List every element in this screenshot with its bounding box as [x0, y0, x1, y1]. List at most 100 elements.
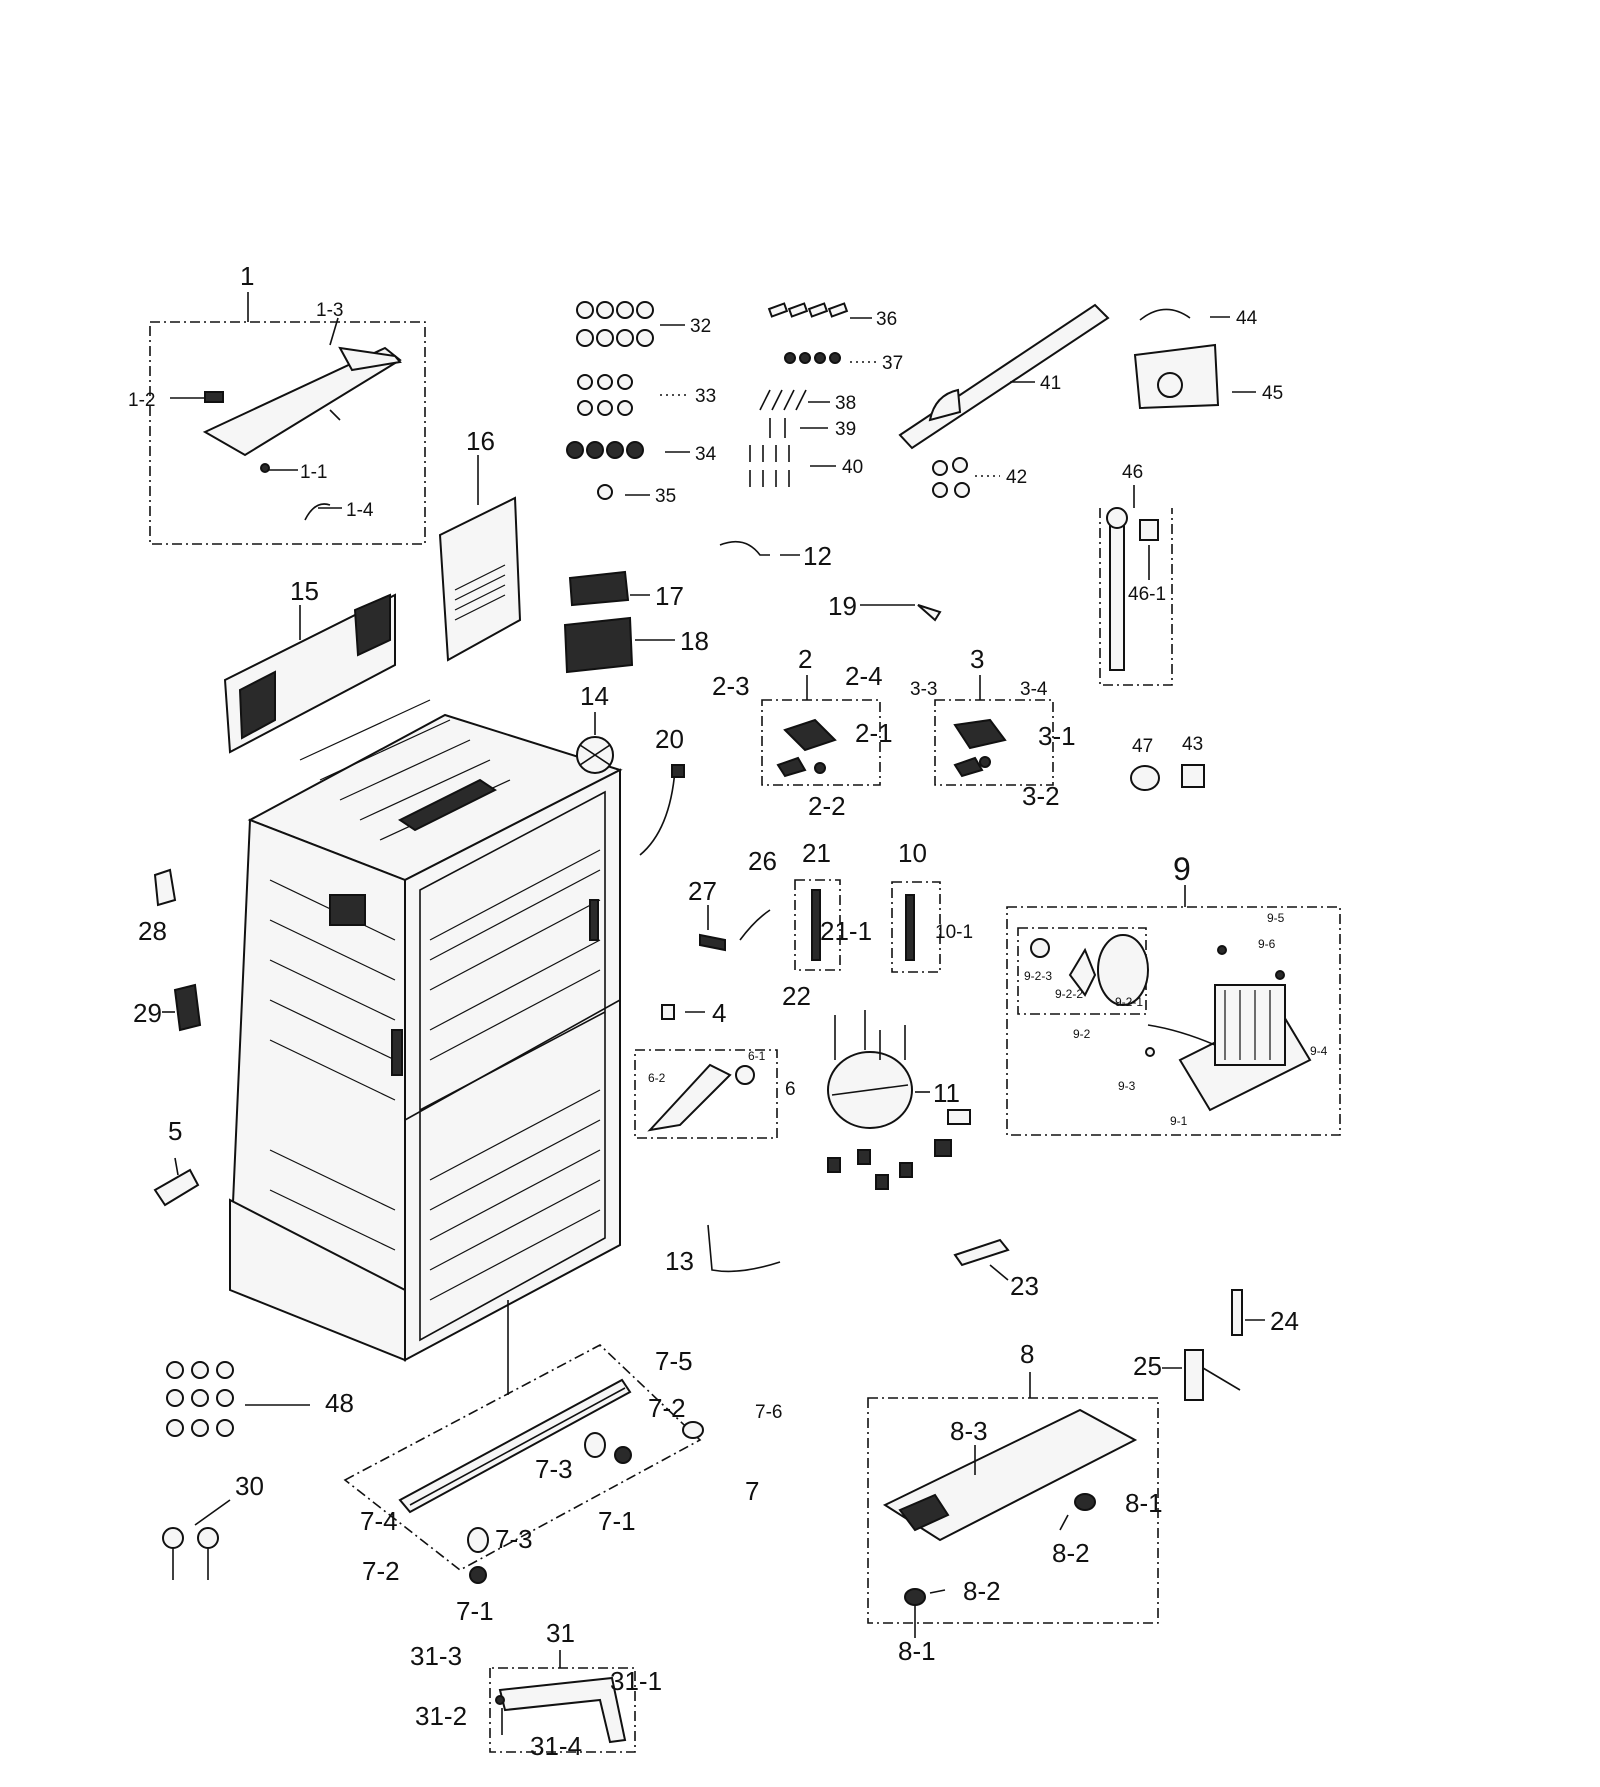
screws-39: 39	[769, 418, 856, 440]
callout-2-4: 2-4	[845, 661, 883, 691]
clip-part	[204, 391, 224, 403]
callout-32: 32	[690, 316, 711, 337]
cabinet-interior-ribs	[269, 699, 601, 1301]
callout-15: 15	[290, 576, 319, 606]
callout-2-3: 2-3	[712, 671, 750, 701]
callout-6-1: 6-1	[748, 1049, 766, 1063]
callout-9-3: 9-3	[1118, 1079, 1136, 1093]
part-28: 28	[138, 868, 177, 946]
screws-36: 36	[767, 302, 897, 330]
callout-24: 24	[1270, 1306, 1299, 1336]
part-20-cord: 20	[639, 724, 685, 856]
wire-part	[304, 503, 331, 521]
callout-9: 9	[1173, 851, 1191, 887]
part-14-damper: 14	[576, 681, 614, 774]
refrigerator-cabinet	[228, 699, 623, 1395]
callout-39: 39	[835, 419, 856, 440]
callout-7-2-top: 7-2	[648, 1393, 686, 1423]
callout-21: 21	[802, 838, 831, 868]
callout-1: 1	[240, 261, 254, 291]
assembly-group-31: 31 31-3 31-1 31-2 31-4	[410, 1618, 662, 1761]
callout-3-4: 3-4	[1020, 679, 1048, 700]
callout-8-2-left: 8-2	[963, 1576, 1001, 1606]
callout-3: 3	[970, 644, 984, 674]
callout-40: 40	[842, 457, 863, 478]
callout-18: 18	[680, 626, 709, 656]
callout-13: 13	[665, 1246, 694, 1276]
part-24: 24	[1231, 1289, 1299, 1336]
callout-10: 10	[898, 838, 927, 868]
callout-41: 41	[1040, 373, 1061, 394]
callout-7-2-bottom: 7-2	[362, 1556, 400, 1586]
group-10: 10 10-1	[891, 838, 973, 973]
assembly-group-8: 8 8-3 8-1 8-2 8-2 8-1	[867, 1339, 1163, 1666]
part-18-board: 18	[563, 616, 709, 674]
assembly-group-7: 7-5 7-2 7-6 7-3 7 7-1 7-4 7-3 7-2 7-1	[343, 1344, 782, 1626]
callout-9-2: 9-2	[1073, 1027, 1091, 1041]
callout-47: 47	[1132, 736, 1153, 757]
callout-22: 22	[782, 981, 811, 1011]
callout-43: 43	[1182, 734, 1203, 755]
callout-44: 44	[1236, 308, 1258, 329]
callout-7: 7	[745, 1476, 759, 1506]
screws-37: 37	[784, 352, 903, 374]
callout-2-2: 2-2	[808, 791, 846, 821]
part-25: 25	[1133, 1349, 1241, 1401]
control-board-on-top	[398, 778, 497, 832]
callout-20: 20	[655, 724, 684, 754]
callout-36: 36	[876, 309, 897, 330]
part-41-duct: 41	[898, 303, 1110, 450]
screws-38: 38	[759, 389, 856, 414]
callout-3-3: 3-3	[910, 679, 937, 700]
callout-35: 35	[655, 486, 676, 507]
callout-1-2: 1-2	[128, 390, 155, 411]
part-29: 29	[133, 983, 202, 1032]
callout-31-3: 31-3	[410, 1641, 462, 1671]
group-1-frame	[149, 321, 426, 545]
assembly-group-2: 2 2-3 2-4 2-1 2-2	[712, 644, 893, 821]
screw-35: 35	[597, 484, 676, 507]
screws-34: 34	[566, 441, 717, 465]
callout-42: 42	[1006, 467, 1027, 488]
part-17-board: 17	[568, 570, 684, 611]
callout-6: 6	[785, 1079, 796, 1100]
assembly-group-3: 3 3-3 3-4 3-1 3-2	[910, 644, 1076, 811]
callout-9-2-1: 9-2-1	[1115, 995, 1143, 1009]
part-12-harness: 12	[719, 540, 832, 571]
screws-30: 30	[162, 1471, 264, 1580]
callout-34: 34	[695, 444, 717, 465]
callout-31-2: 31-2	[415, 1701, 467, 1731]
callout-1-3: 1-3	[316, 300, 343, 321]
callout-38: 38	[835, 393, 856, 414]
cabinet-component	[329, 894, 366, 926]
part-26: 26	[739, 846, 777, 941]
part-43: 43	[1181, 734, 1205, 788]
divider-mullion	[404, 999, 621, 1121]
callout-28: 28	[138, 916, 167, 946]
callout-1-1: 1-1	[300, 462, 327, 483]
part-5: 5	[153, 1116, 200, 1207]
top-bracket-part	[202, 346, 402, 457]
part-47: 47	[1130, 736, 1160, 791]
callout-7-1-right: 7-1	[598, 1506, 636, 1536]
callout-9-2-2: 9-2-2	[1055, 987, 1083, 1001]
screws-42: 42	[932, 457, 1027, 498]
part-44-wire: 44	[1139, 308, 1258, 329]
callout-31: 31	[546, 1618, 575, 1648]
callout-9-5: 9-5	[1267, 911, 1285, 925]
callout-8-1-right: 8-1	[1125, 1488, 1163, 1518]
group-21: 21 21-1	[794, 838, 872, 971]
callout-11: 11	[933, 1078, 960, 1108]
callout-9-6: 9-6	[1258, 937, 1276, 951]
screw-part	[260, 463, 270, 473]
callout-45: 45	[1262, 383, 1283, 404]
callout-8-2-right: 8-2	[1052, 1538, 1090, 1568]
callout-2: 2	[798, 644, 812, 674]
callout-8: 8	[1020, 1339, 1034, 1369]
part-23: 23	[953, 1238, 1039, 1301]
callout-17: 17	[655, 581, 684, 611]
callout-31-4: 31-4	[530, 1731, 582, 1761]
callout-31-1: 31-1	[610, 1666, 662, 1696]
part-11-compressor: 11	[827, 1051, 971, 1190]
callout-46-1: 46-1	[1128, 584, 1166, 605]
